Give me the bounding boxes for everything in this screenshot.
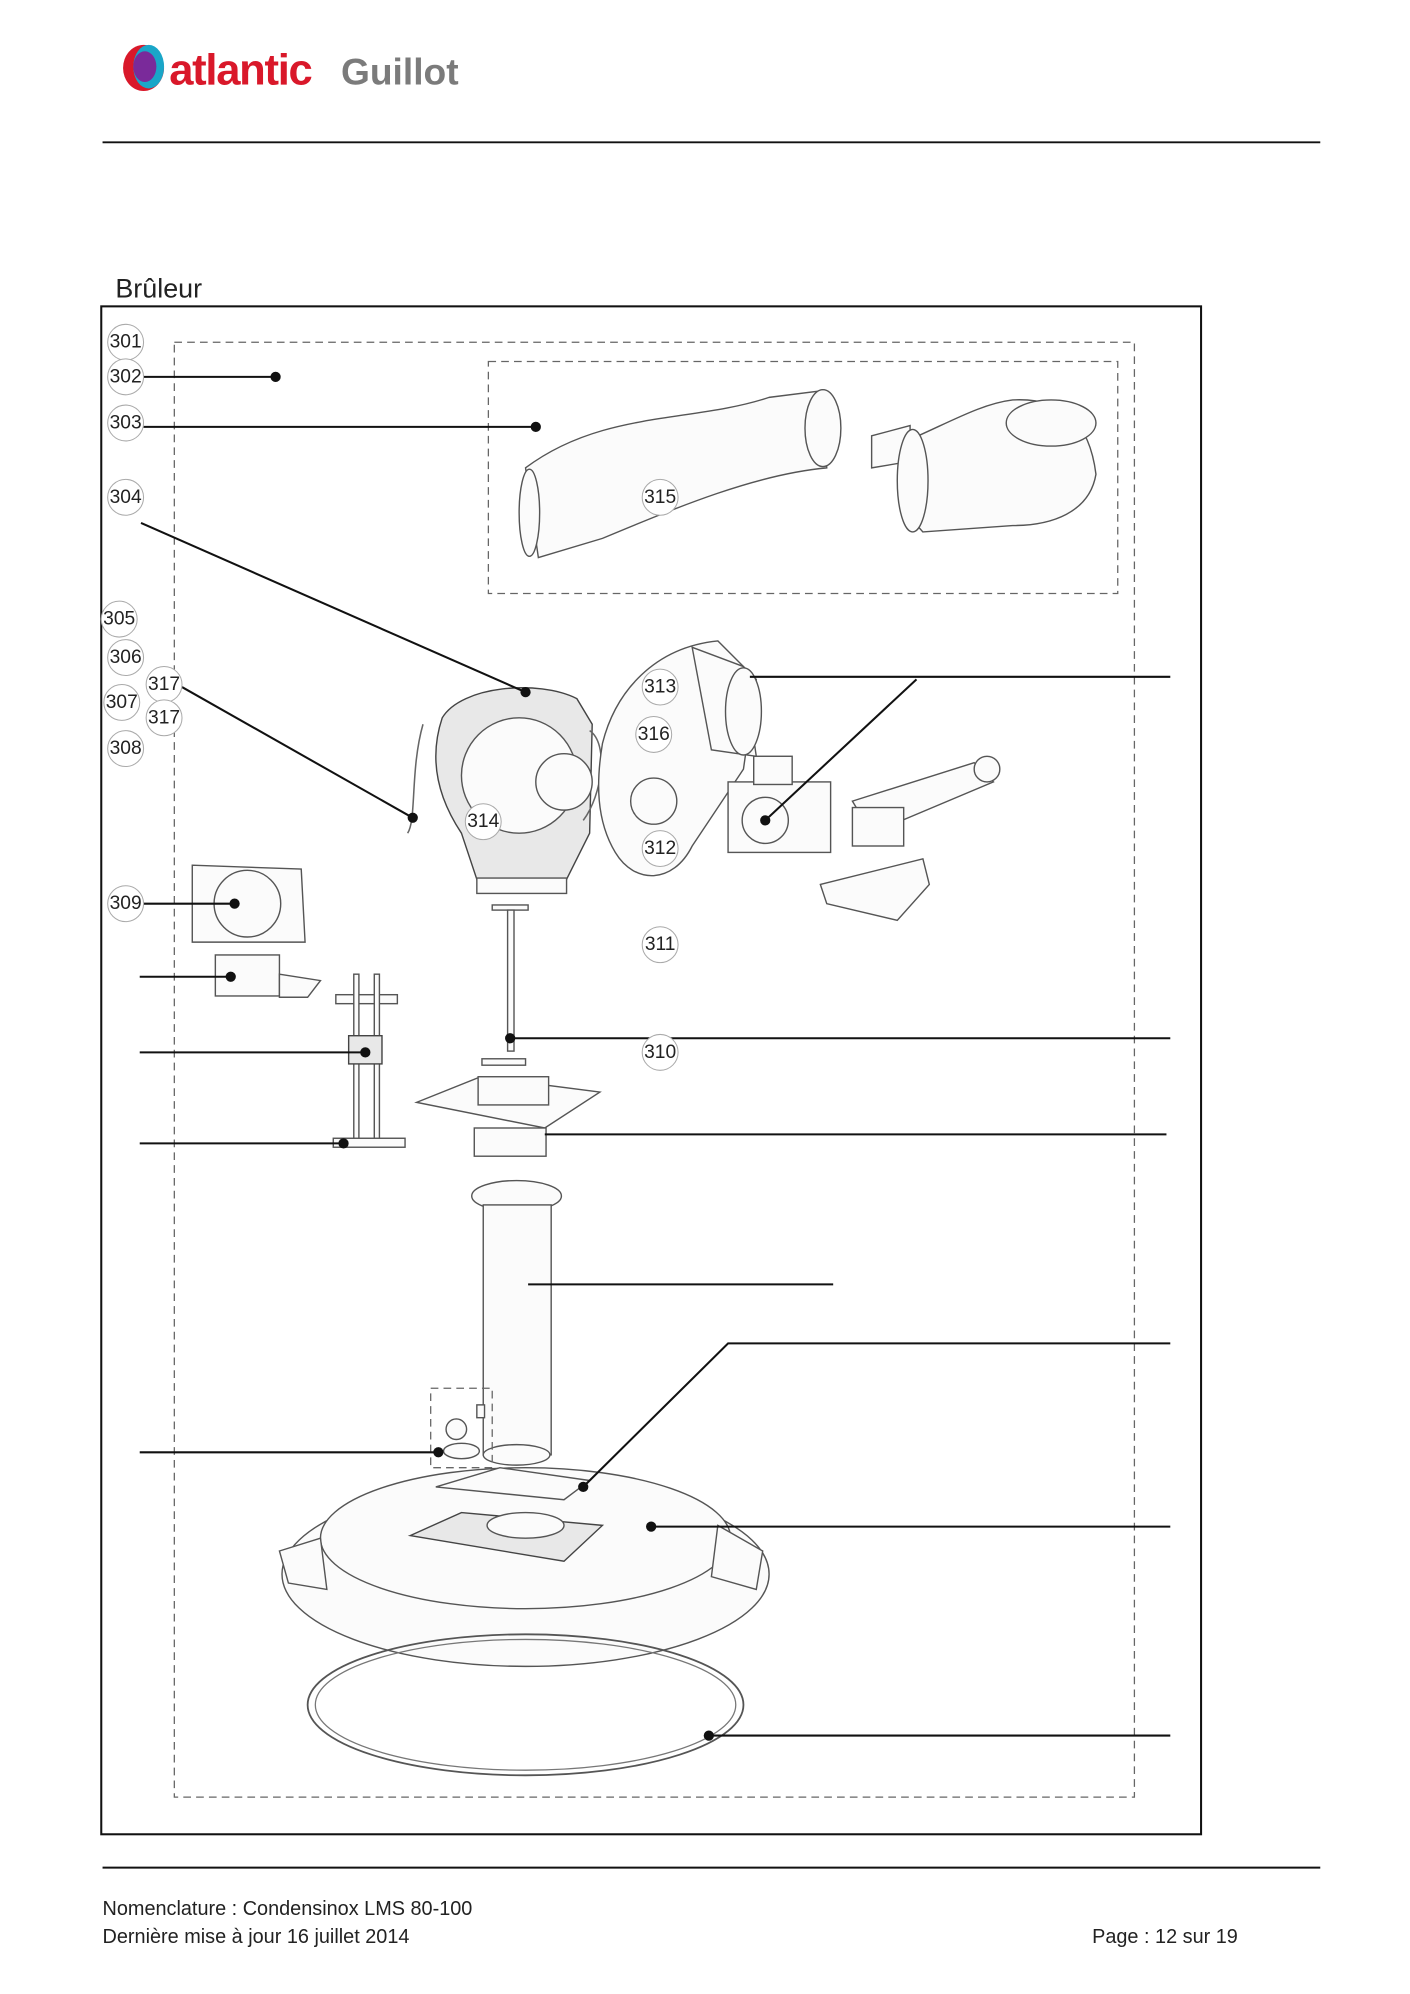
callout-314: 314: [464, 803, 502, 841]
svg-text:317: 317: [148, 674, 180, 695]
svg-text:305: 305: [103, 609, 135, 630]
callout-317: 317: [145, 699, 183, 737]
svg-text:308: 308: [110, 738, 142, 759]
callout-313: 313: [641, 668, 679, 706]
burner-plate: [414, 1076, 602, 1157]
svg-text:314: 314: [467, 811, 499, 832]
svg-text:306: 306: [110, 647, 142, 668]
fan-blower: [406, 687, 602, 895]
callout-308: 308: [107, 730, 145, 768]
callout-315: 315: [641, 478, 679, 516]
svg-text:310: 310: [644, 1042, 676, 1063]
footer-nomenclature: Nomenclature : Condensinox LMS 80-100: [103, 1898, 473, 1920]
callout-311: 311: [641, 926, 679, 964]
air-intake-pipe: [518, 388, 1097, 559]
svg-text:304: 304: [110, 487, 142, 508]
svg-text:301: 301: [110, 332, 142, 353]
logo-emblem-icon: [123, 44, 165, 92]
burner-tube: [471, 1179, 563, 1466]
svg-text:307: 307: [106, 692, 138, 713]
svg-text:302: 302: [110, 366, 142, 387]
leader-lines: [139, 371, 1171, 1741]
flame-sensor: [481, 904, 529, 1066]
footer-last-updated: Dernière mise à jour 16 juillet 2014: [103, 1926, 410, 1948]
callout-302: 302: [107, 358, 145, 396]
fan-outlet-housing: [597, 640, 763, 877]
callout-304: 304: [107, 478, 145, 516]
callout-301: 301: [107, 323, 145, 361]
callout-317-back: 317: [145, 666, 183, 703]
callout-306: 306: [107, 639, 145, 677]
svg-text:315: 315: [644, 487, 676, 508]
base-gasket: [306, 1633, 745, 1777]
svg-text:311: 311: [645, 934, 676, 955]
callout-307: 307: [103, 683, 141, 721]
callout-316: 316: [635, 716, 673, 753]
svg-text:313: 313: [644, 677, 676, 698]
fixing-kit: [430, 1387, 493, 1469]
svg-text:317: 317: [148, 707, 180, 728]
assembly-boundary: [173, 341, 1136, 1798]
logo-text-guillot: Guillot: [341, 51, 459, 93]
callout-305: 305: [100, 600, 138, 638]
callout-303: 303: [107, 404, 145, 442]
logo-text-atlantic: atlantic: [169, 47, 311, 95]
footer-page-number: Page : 12 sur 19: [1092, 1926, 1238, 1948]
callout-310: 310: [641, 1033, 679, 1071]
svg-text:303: 303: [110, 413, 142, 434]
section-title: Brûleur: [115, 273, 202, 303]
callout-309: 309: [107, 885, 145, 923]
callout-312: 312: [641, 830, 679, 868]
svg-text:316: 316: [638, 724, 670, 745]
atlantic-guillot-logo: atlantic Guillot: [123, 44, 459, 95]
ignition-electrodes: [332, 973, 406, 1148]
svg-text:312: 312: [644, 838, 676, 859]
svg-text:309: 309: [110, 893, 142, 914]
air-duct-group-boundary: [487, 360, 1119, 595]
